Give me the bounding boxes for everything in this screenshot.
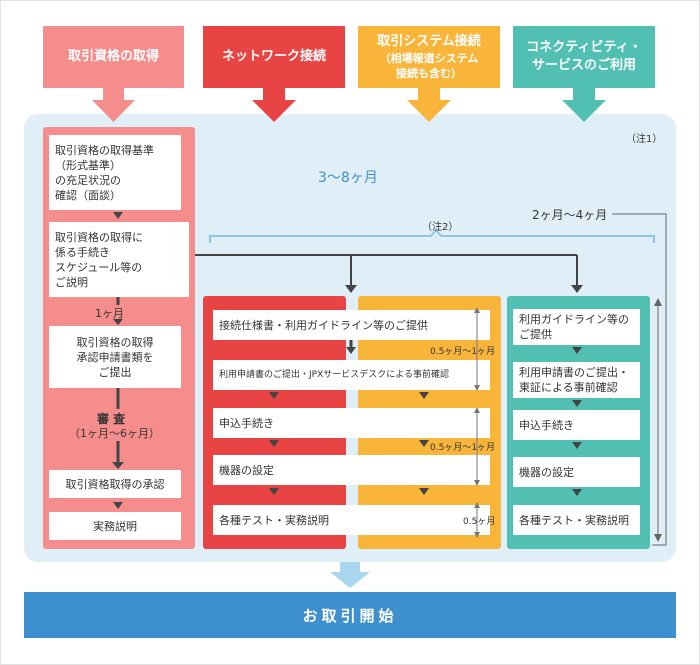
- total-duration: 3～8ヶ月: [318, 170, 378, 186]
- flow-arrow-icon: [572, 347, 582, 354]
- duration-range-arrow-up: [474, 307, 480, 313]
- network-step: 利用申請書のご提出・JPXサービスデスクによる事前確認: [213, 360, 490, 390]
- connectivity-step: 申込手続き: [513, 410, 640, 440]
- network-step: 申込手続き: [213, 408, 490, 438]
- branch-arrow-center: [345, 285, 357, 293]
- flow-arrow-icon: [269, 440, 279, 447]
- qualification-step: 取引資格の取得 承認申請書類を ご提出: [49, 326, 181, 388]
- qualification-step-text: 取引資格取得の承認: [65, 477, 165, 491]
- flow-arrow-icon: [269, 488, 279, 495]
- flow-arrow-icon: [346, 347, 356, 354]
- duration-range-arrow-up: [474, 502, 480, 508]
- header-trading-system-label: 取引システム接続: [377, 34, 481, 49]
- connectivity-step-text: 申込手続き: [519, 418, 574, 432]
- network-step-text: 接続仕様書・利用ガイドライン等のご提供: [219, 318, 428, 332]
- review-duration: （1ヶ月～6ヶ月）: [69, 425, 160, 441]
- qualification-arrows: [112, 212, 124, 509]
- network-step-text: 各種テスト・実務説明: [219, 513, 329, 527]
- flow-arrow-icon: [419, 392, 429, 399]
- flow-arrow-icon: [113, 502, 123, 509]
- header-network-label: ネットワーク接続: [221, 49, 326, 64]
- header-qualification-label: 取引資格の取得: [67, 49, 159, 64]
- start-trading-bar: お取引開始: [24, 592, 676, 638]
- connectivity-duration-bracket: [612, 213, 667, 546]
- duration-label: 0.5ヶ月: [463, 517, 496, 527]
- header-arrow-qualification: [92, 88, 135, 122]
- header-connectivity-label: コネクティビティ・ サービスのご利用: [526, 40, 642, 73]
- note2-label: （注2）: [422, 222, 459, 233]
- connectivity-step: 利用申請書のご提出・ 東証による事前確認: [513, 362, 640, 398]
- qualification-step-text: 実務説明: [93, 519, 137, 533]
- note2-bracket: [209, 228, 655, 243]
- connectivity-step-text: 機器の設定: [519, 465, 574, 479]
- connectivity-step: 利用ガイドライン等の ご提供: [513, 309, 640, 345]
- flow-arrow-icon: [572, 400, 582, 407]
- start-trading-label: お取引開始: [302, 606, 398, 625]
- connectivity-arrows: [572, 347, 582, 496]
- flow-arrow-icon: [572, 442, 582, 449]
- connectivity-column: 利用ガイドライン等の ご提供 利用申請書のご提出・ 東証による事前確認 申込手続…: [507, 296, 650, 549]
- flow-arrow-icon: [419, 440, 429, 447]
- header-arrow-trading-system: [407, 88, 451, 122]
- header-connectivity: コネクティビティ・ サービスのご利用: [513, 26, 655, 88]
- start-arrow: [330, 562, 370, 588]
- qualification-step: 実務説明: [49, 512, 181, 540]
- duration-label: 0.5ヶ月～1ヶ月: [430, 347, 496, 357]
- network-step-text: 申込手続き: [219, 416, 274, 430]
- qualification-column: 取引資格の取得基準 （形式基準） の充足状況の 確認（面談） 取引資格の取得に …: [43, 127, 195, 549]
- flow-arrow-icon: [419, 488, 429, 495]
- duration-range-arrow-down: [474, 532, 480, 538]
- connectivity-duration: 2ヶ月～4ヶ月: [530, 206, 610, 223]
- duration-range-arrow-up: [474, 407, 480, 413]
- qualification-step: 取引資格の取得に 係る手続き スケジュール等の ご説明: [49, 222, 189, 297]
- connectivity-duration-arrow-up: [654, 298, 662, 306]
- flow-arrow-icon: [113, 212, 123, 219]
- flow-arrow-icon: [112, 462, 124, 469]
- connectivity-step-text: 利用ガイドライン等の ご提供: [519, 313, 629, 341]
- flow-arrow-icon: [269, 392, 279, 399]
- qualification-step-text: 取引資格の取得に 係る手続き スケジュール等の ご説明: [55, 230, 143, 289]
- qualification-step-text: 取引資格の取得基準 （形式基準） の充足状況の 確認（面談）: [55, 143, 154, 202]
- header-network: ネットワーク接続: [203, 26, 345, 88]
- connectivity-duration-arrow-down: [654, 534, 662, 542]
- review-title: 審 査: [97, 410, 126, 427]
- connectivity-step: 機器の設定: [513, 457, 640, 487]
- header-qualification: 取引資格の取得: [43, 26, 184, 88]
- network-step: 接続仕様書・利用ガイドライン等のご提供: [213, 310, 490, 340]
- duration-range-arrow-down: [474, 480, 480, 486]
- one-month-label: 1ヶ月: [95, 305, 124, 321]
- connectivity-step: 各種テスト・実務説明: [513, 505, 640, 535]
- duration-range-arrow-down: [474, 385, 480, 391]
- connectivity-step-text: 利用申請書のご提出・ 東証による事前確認: [519, 366, 629, 394]
- header-arrow-connectivity: [562, 88, 606, 122]
- network-step-text: 機器の設定: [219, 463, 274, 477]
- header-arrow-network: [252, 88, 296, 122]
- network-step-text: 利用申請書のご提出・JPXサービスデスクによる事前確認: [219, 369, 449, 380]
- header-trading-system: 取引システム接続 （相場報道システム 接続も含む）: [358, 26, 500, 88]
- network-step: 機器の設定: [213, 455, 490, 485]
- header-trading-system-sub: （相場報道システム 接続も含む）: [379, 52, 479, 80]
- duration-label: 0.5ヶ月～1ヶ月: [430, 443, 496, 453]
- qualification-step-text: 取引資格の取得 承認申請書類を ご提出: [76, 335, 154, 379]
- flow-arrow-icon: [113, 319, 123, 325]
- network-step: 各種テスト・実務説明: [213, 505, 490, 535]
- branch-arrow-right: [571, 285, 583, 293]
- connectivity-step-text: 各種テスト・実務説明: [519, 513, 629, 527]
- qualification-step: 取引資格の取得基準 （形式基準） の充足状況の 確認（面談）: [49, 135, 181, 210]
- flow-arrow-icon: [572, 489, 582, 496]
- qualification-step: 取引資格取得の承認: [49, 470, 181, 498]
- note1-label: （注1）: [626, 134, 663, 145]
